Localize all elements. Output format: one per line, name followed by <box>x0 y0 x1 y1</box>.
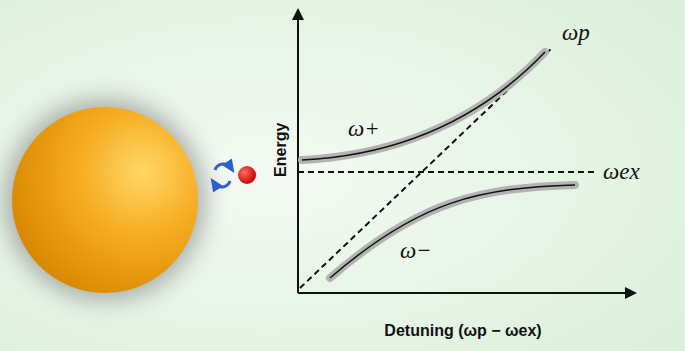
axis-title: Detuning (ωp − ωex) <box>384 322 541 340</box>
particle-glow <box>5 100 205 300</box>
exciton-line <box>298 171 598 173</box>
y-axis <box>297 16 299 293</box>
exciton-symbol: ωex <box>603 159 640 184</box>
plasmon-symbol: ωp <box>562 20 590 45</box>
coupling-arrow <box>214 181 230 187</box>
gold-nanoparticle <box>12 107 198 293</box>
axis-arrowhead <box>625 287 637 299</box>
lower-branch-symbol: ω− <box>400 238 432 263</box>
lower-branch <box>330 185 575 278</box>
upper-branch <box>302 52 545 160</box>
x-axis <box>298 292 628 294</box>
coupling-arrow <box>215 164 231 170</box>
upper-branch-symbol: ω+ <box>348 116 380 141</box>
lower-branch-halo <box>330 185 575 278</box>
axis-arrowhead <box>292 8 304 20</box>
axis-title: Energy <box>272 123 290 177</box>
emitter-dot <box>238 166 256 184</box>
plasmon-line <box>300 47 553 288</box>
upper-branch-halo <box>302 52 545 160</box>
